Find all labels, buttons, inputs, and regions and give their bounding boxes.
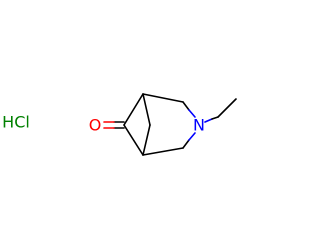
bond-ethyl-ch2-to-ch3	[217, 98, 237, 118]
bond-ch2-lower-to-nitrogen-b	[188, 132, 196, 141]
bond-bridgehead-top-to-bridge-carbon	[123, 93, 144, 126]
bond-ch2-upper-to-nitrogen-a	[182, 101, 190, 111]
oxygen-atom-label: O	[89, 116, 102, 135]
bond-bridgehead-top-to-ch2-bridge	[142, 93, 151, 126]
bond-bridgehead-bottom-to-ch2-lower	[142, 147, 184, 156]
bond-nitrogen-to-ethyl-b	[211, 116, 219, 120]
bond-bridgehead-top-to-ch2-upper	[142, 93, 184, 103]
bond-ch2-lower-to-nitrogen-a	[182, 139, 190, 149]
bond-nitrogen-to-ethyl-a	[204, 118, 213, 123]
nitrogen-atom-label: N	[193, 116, 205, 135]
bond-ch2-upper-to-nitrogen-b	[188, 109, 196, 118]
bond-bridgehead-bottom-to-bridge-carbon	[123, 124, 144, 156]
hcl-counterion-label: HCl	[2, 113, 30, 132]
bond-bridgehead-bottom-to-ch2-bridge	[142, 124, 151, 156]
molecule-structure: O N HCl	[2, 93, 237, 156]
